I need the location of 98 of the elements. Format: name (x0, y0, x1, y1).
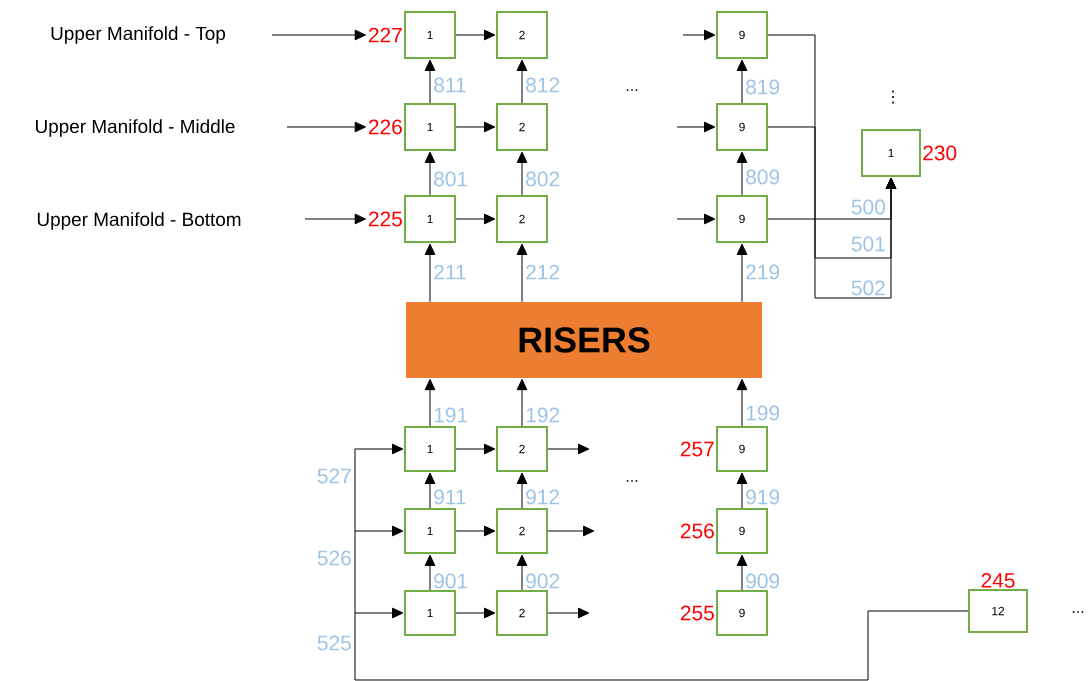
arrow (547, 443, 590, 455)
reference-number: 230 (923, 145, 957, 161)
arrow (424, 378, 436, 427)
arrow (354, 443, 404, 455)
ellipsis: ⋮ (892, 90, 894, 104)
edge-label: 502 (851, 280, 885, 296)
ellipsis: ... (1072, 611, 1084, 613)
edge-label: 802 (526, 171, 560, 187)
process-box: 9 (716, 11, 768, 59)
process-box: 12 (968, 589, 1028, 633)
reference-number: 225 (368, 211, 402, 227)
arrow (516, 378, 528, 427)
process-box: 1 (404, 195, 456, 243)
process-box: 2 (496, 11, 548, 59)
arrow (455, 443, 496, 455)
process-box: 9 (716, 103, 768, 151)
edge-label: 501 (851, 236, 885, 252)
process-box: 2 (496, 195, 548, 243)
arrow (736, 243, 748, 303)
process-box: 1 (404, 103, 456, 151)
edge-label: 191 (434, 407, 468, 423)
edge-label: 527 (317, 468, 351, 484)
arrow (455, 525, 496, 537)
arrow (424, 554, 436, 591)
reference-number: 257 (680, 441, 714, 457)
arrow (676, 213, 716, 225)
edge-label: 526 (317, 550, 351, 566)
reference-number: 245 (981, 573, 1015, 588)
arrow (354, 525, 404, 537)
process-box: 2 (496, 590, 548, 636)
process-box: 2 (496, 426, 548, 472)
process-box: 1 (404, 426, 456, 472)
arrow (547, 525, 595, 537)
process-box: 9 (716, 508, 768, 554)
risers-bar: RISERS (406, 302, 762, 378)
edge-label: 812 (526, 77, 560, 93)
edge-label: 919 (746, 489, 780, 505)
process-box: 1 (404, 11, 456, 59)
inlet-label: Upper Manifold - Middle (36, 119, 235, 137)
arrow (682, 29, 716, 41)
ellipsis: ... (626, 89, 638, 91)
edge-label: 219 (746, 264, 780, 280)
arrow (424, 151, 436, 196)
arrow (455, 607, 496, 619)
reference-number: 256 (680, 523, 714, 539)
edge-label: 199 (746, 405, 780, 421)
arrow (736, 554, 748, 591)
process-box: 9 (716, 426, 768, 472)
arrow (424, 472, 436, 509)
process-box: 9 (716, 590, 768, 636)
arrow (767, 34, 897, 299)
reference-number: 255 (680, 605, 714, 621)
arrow (736, 151, 748, 196)
edge-label: 500 (851, 199, 885, 215)
edge-label: 811 (434, 77, 466, 93)
arrow (547, 607, 590, 619)
edge-label: 912 (526, 489, 560, 505)
process-box: 1 (404, 590, 456, 636)
edge-label: 211 (434, 264, 466, 280)
edge-label: 819 (746, 79, 780, 95)
edge-label: 212 (526, 264, 560, 280)
ellipsis: ... (626, 480, 638, 482)
arrow (455, 213, 496, 225)
edge-label: 901 (434, 573, 468, 589)
edge-label: 801 (434, 171, 468, 187)
process-box: 2 (496, 508, 548, 554)
edge-label: 525 (317, 635, 351, 651)
arrow (354, 607, 404, 619)
arrow (516, 151, 528, 196)
edge-label: 909 (746, 573, 780, 589)
edge-label: 902 (526, 573, 560, 589)
edge-label: 809 (746, 169, 780, 185)
arrow (286, 121, 366, 133)
arrow (736, 378, 748, 427)
arrow (516, 243, 528, 303)
arrow (516, 59, 528, 104)
inlet-label: Upper Manifold - Top (51, 26, 226, 44)
arrow (455, 29, 496, 41)
edge-label: 911 (434, 489, 466, 505)
process-box: 1 (861, 129, 921, 177)
arrow (516, 554, 528, 591)
process-box: 2 (496, 103, 548, 151)
arrow (424, 59, 436, 104)
arrow (736, 59, 748, 104)
arrow (271, 29, 366, 41)
inlet-label: Upper Manifold - Bottom (37, 212, 241, 230)
process-box: 1 (404, 508, 456, 554)
edge-label: 192 (526, 407, 560, 423)
arrow (736, 472, 748, 509)
reference-number: 227 (368, 27, 402, 43)
feed-line (354, 448, 969, 681)
reference-number: 226 (368, 119, 402, 135)
arrow (516, 472, 528, 509)
process-box: 9 (716, 195, 768, 243)
arrow (676, 121, 716, 133)
arrow (424, 243, 436, 303)
arrow (304, 213, 366, 225)
arrow (455, 121, 496, 133)
